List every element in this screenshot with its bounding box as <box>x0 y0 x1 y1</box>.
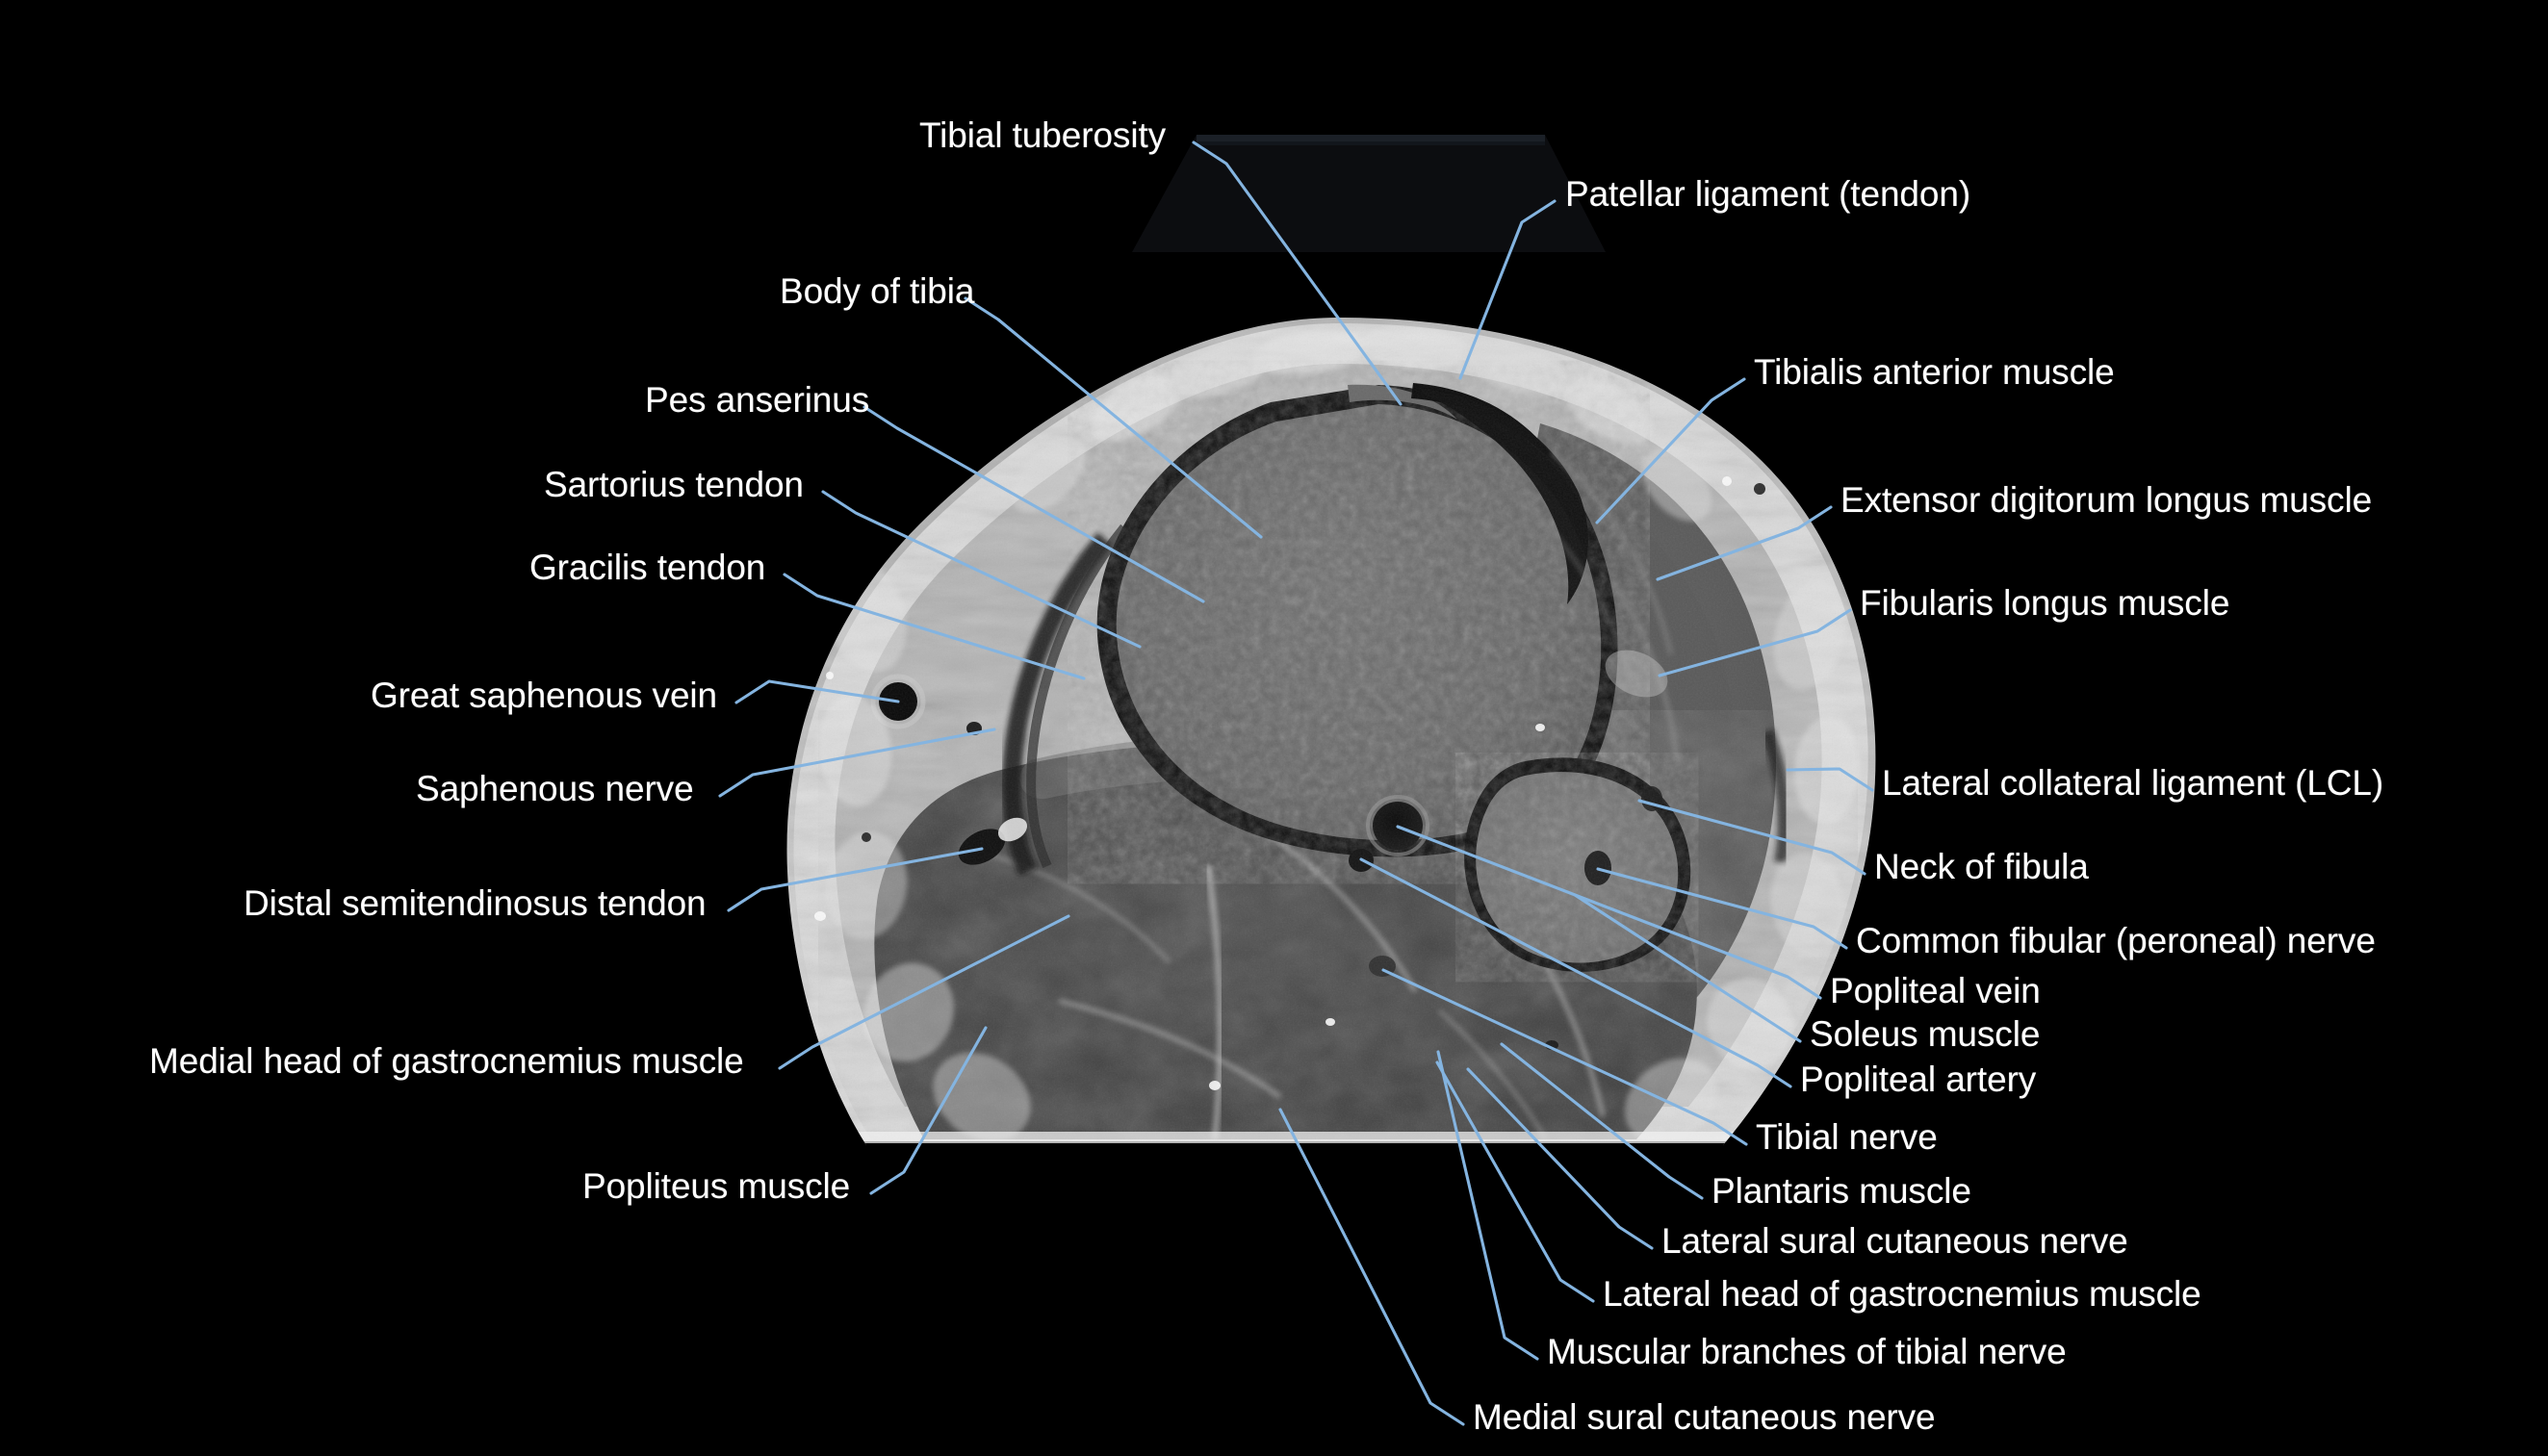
anatomy-label-neck-of-fibula: Neck of fibula <box>1874 847 2089 886</box>
anatomy-label-sartorius-tendon: Sartorius tendon <box>544 465 804 504</box>
anatomy-label-popliteal-artery: Popliteal artery <box>1800 1060 2037 1099</box>
anatomy-label-fibularis-longus-muscle: Fibularis longus muscle <box>1860 583 2230 623</box>
anatomy-label-common-fibular-nerve: Common fibular (peroneal) nerve <box>1856 921 2376 960</box>
mri-field-of-view-artifact <box>1132 135 1606 252</box>
anatomy-label-tibial-nerve: Tibial nerve <box>1756 1117 1938 1157</box>
anatomy-label-popliteus-muscle: Popliteus muscle <box>582 1166 851 1206</box>
anatomy-label-lateral-sural-cutaneous-nerve: Lateral sural cutaneous nerve <box>1661 1221 2128 1261</box>
anatomy-label-gracilis-tendon: Gracilis tendon <box>529 548 766 587</box>
anatomy-label-plantaris-muscle: Plantaris muscle <box>1712 1171 1971 1211</box>
anatomy-label-popliteal-vein: Popliteal vein <box>1830 971 2041 1010</box>
anatomy-label-extensor-digitorum-longus: Extensor digitorum longus muscle <box>1840 480 2373 520</box>
anatomy-label-patellar-ligament: Patellar ligament (tendon) <box>1565 174 1971 214</box>
anatomy-label-lateral-head-gastrocnemius: Lateral head of gastrocnemius muscle <box>1603 1274 2201 1314</box>
anatomy-label-soleus-muscle: Soleus muscle <box>1810 1014 2041 1054</box>
anatomy-label-great-saphenous-vein: Great saphenous vein <box>371 676 718 715</box>
anatomy-label-medial-head-gastrocnemius: Medial head of gastrocnemius muscle <box>149 1041 744 1081</box>
anatomy-label-pes-anserinus: Pes anserinus <box>645 380 870 420</box>
anatomy-label-distal-semitendinosus-tendon: Distal semitendinosus tendon <box>244 883 707 923</box>
anatomy-label-saphenous-nerve: Saphenous nerve <box>416 769 694 808</box>
anatomy-label-body-of-tibia: Body of tibia <box>780 271 975 311</box>
anatomy-label-tibialis-anterior-muscle: Tibialis anterior muscle <box>1754 352 2115 392</box>
anatomy-label-tibial-tuberosity: Tibial tuberosity <box>919 115 1167 155</box>
anatomy-label-muscular-branches-tibial-nerve: Muscular branches of tibial nerve <box>1547 1332 2067 1371</box>
anatomy-label-lateral-collateral-ligament: Lateral collateral ligament (LCL) <box>1882 763 2384 803</box>
anatomy-label-medial-sural-cutaneous-nerve: Medial sural cutaneous nerve <box>1473 1397 1936 1437</box>
